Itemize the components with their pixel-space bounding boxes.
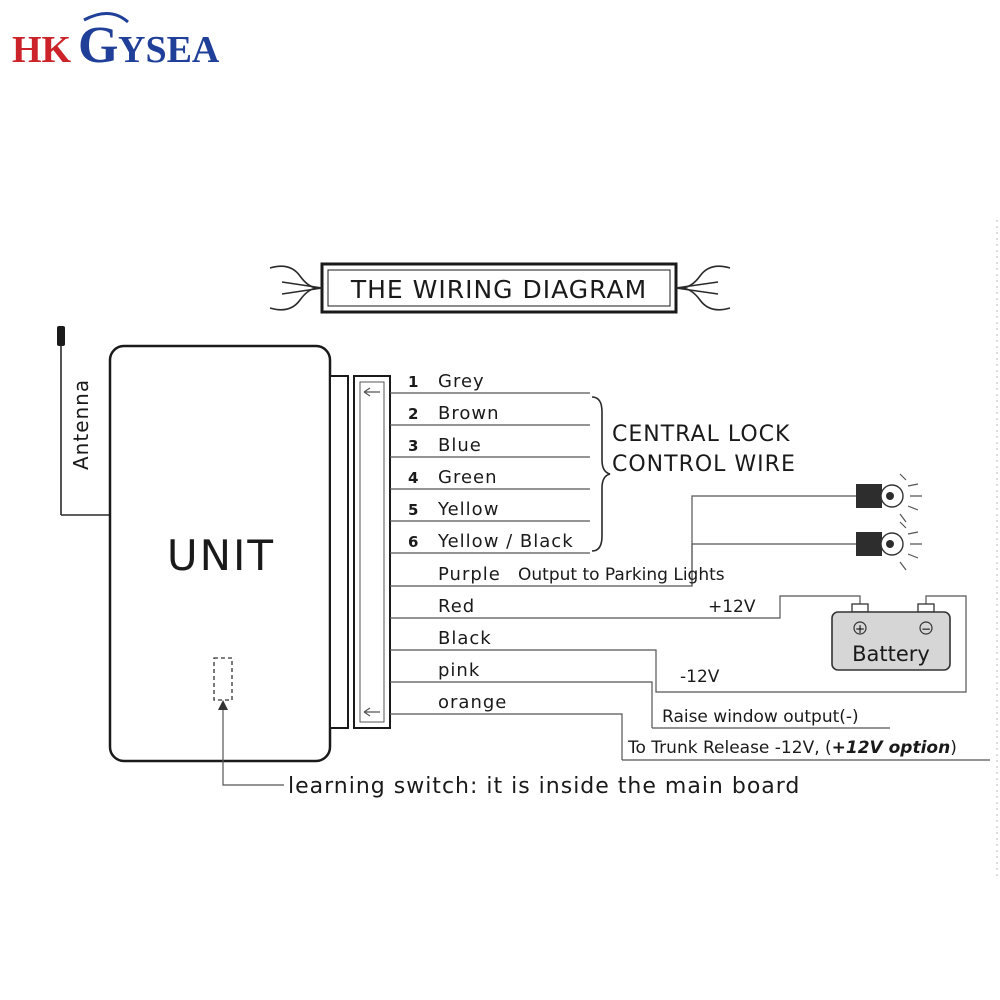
trunk-note-option: +12V option: [832, 738, 951, 758]
parking-lamp-icon: [856, 521, 922, 571]
banner-title: THE WIRING DIAGRAM: [350, 275, 647, 304]
battery-label: Battery: [852, 642, 930, 666]
antenna-label: Antenna: [69, 379, 93, 470]
trunk-note-close: ): [950, 738, 957, 758]
wire-number: 1: [408, 373, 418, 391]
wire-label: Black: [438, 628, 492, 649]
wire-label: orange: [438, 692, 507, 713]
title-banner: THE WIRING DIAGRAM: [269, 262, 731, 314]
wire-label: Red: [438, 596, 475, 617]
battery-minus-sign: −: [921, 622, 931, 636]
wire-number: 6: [408, 533, 418, 551]
plus12v-note: +12V: [708, 597, 756, 617]
wire-label: Purple: [438, 564, 501, 585]
central-lock-bracket: [591, 396, 611, 552]
wire-labels: 1 Grey 2 Brown 3 Blue 4 Green 5 Yellow 6…: [408, 371, 574, 713]
wire-label: Grey: [438, 371, 485, 392]
logo-ysea: YSEA: [118, 29, 220, 71]
brand-logo: HK G YSEA: [12, 12, 220, 74]
wire-lines: [390, 392, 990, 761]
battery: + − Battery: [831, 603, 951, 671]
parking-lights-note: Output to Parking Lights: [518, 565, 725, 585]
wire-label: Yellow: [437, 499, 499, 520]
wire-number: 4: [408, 469, 418, 487]
wire-number: 2: [408, 405, 418, 423]
central-lock-line2: CONTROL WIRE: [612, 452, 796, 477]
trunk-note-text: To Trunk Release -12V, (: [627, 738, 832, 758]
parking-lamp-icon: [856, 473, 922, 523]
wire-connector: [329, 375, 391, 729]
learning-switch-note: learning switch: it is inside the main b…: [288, 774, 800, 799]
trunk-release-note: To Trunk Release -12V, (+12V option): [627, 738, 957, 758]
unit-label: UNIT: [167, 531, 275, 580]
wire-label: Green: [438, 467, 498, 488]
wire-number: 5: [408, 501, 418, 519]
battery-plus-sign: +: [855, 622, 865, 636]
minus12v-note: -12V: [680, 667, 720, 687]
logo-hk: HK: [12, 29, 72, 71]
unit-box: UNIT: [108, 344, 332, 786]
wire-label: Yellow / Black: [437, 531, 574, 552]
wire-label: Brown: [438, 403, 500, 424]
antenna: Antenna: [57, 326, 112, 516]
raise-window-note: Raise window output(-): [662, 707, 859, 727]
wire-label: Blue: [438, 435, 482, 456]
wire-number: 3: [408, 437, 418, 455]
learning-switch: [213, 657, 233, 701]
wire-label: pink: [438, 660, 480, 681]
logo-g: G: [78, 17, 118, 74]
central-lock-line1: CENTRAL LOCK: [612, 422, 790, 447]
